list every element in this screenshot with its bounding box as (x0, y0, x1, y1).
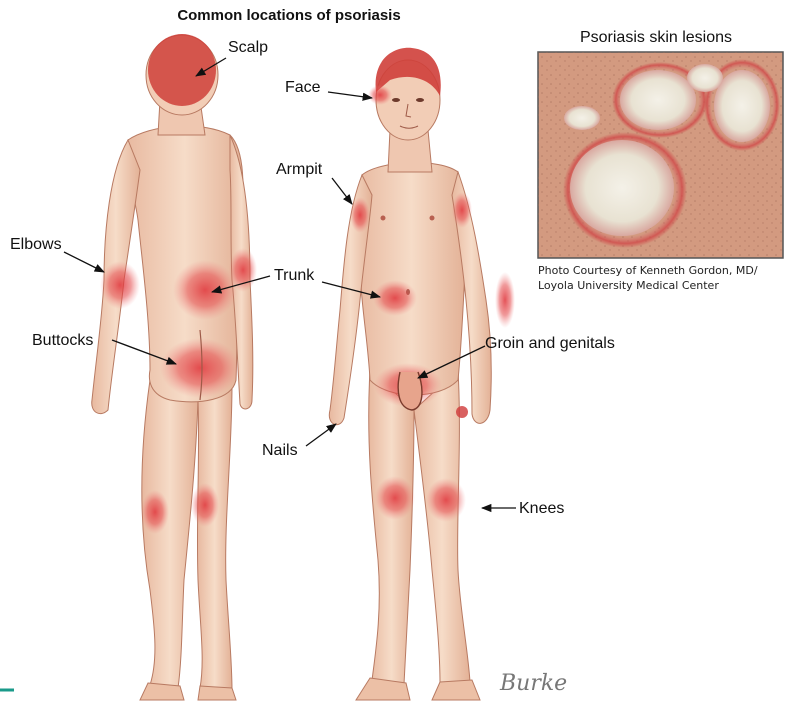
label-buttocks: Buttocks (32, 332, 93, 349)
label-trunk: Trunk (274, 267, 315, 284)
label-groin: Groin and genitals (485, 335, 615, 352)
photo-title: Psoriasis skin lesions (580, 29, 732, 46)
label-nails: Nails (262, 442, 298, 459)
label-knees: Knees (519, 500, 564, 517)
arrow-nails (306, 424, 336, 446)
arrow-face (328, 92, 372, 98)
photo-credit-line2: Loyola University Medical Center (538, 279, 719, 292)
labels: Scalp Face Armpit Elbows Trunk Buttocks … (10, 39, 615, 517)
arrow-elbows (64, 252, 104, 272)
label-scalp: Scalp (228, 39, 268, 56)
back-figure (92, 34, 257, 700)
label-armpit: Armpit (276, 161, 323, 178)
psoriasis-photo: Psoriasis skin lesions Photo Courtesy of… (538, 29, 783, 292)
front-figure (329, 48, 515, 700)
label-elbows: Elbows (10, 236, 62, 253)
label-face: Face (285, 79, 321, 96)
diagram-title: Common locations of psoriasis (177, 7, 400, 24)
artist-signature: Burke (499, 671, 567, 696)
arrow-armpit (332, 178, 352, 204)
photo-credit-line1: Photo Courtesy of Kenneth Gordon, MD/ (538, 264, 758, 277)
